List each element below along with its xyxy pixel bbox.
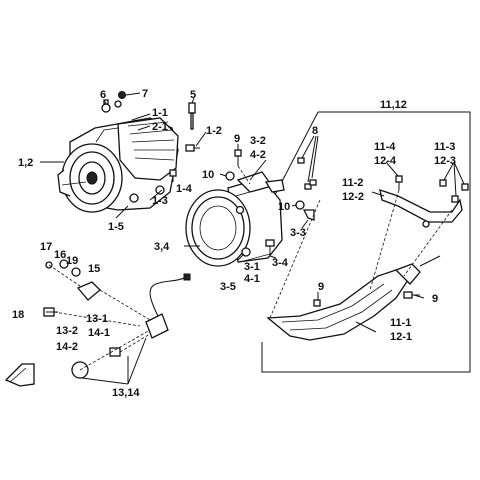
bracket-15 [76, 281, 101, 301]
bolt-1-2 [185, 144, 200, 152]
dashed-assembly-lines [48, 165, 453, 371]
bolt-1-4 [169, 169, 177, 182]
leader-lines [40, 92, 465, 385]
headlight-housing-1-2 [57, 117, 179, 213]
label-12-2: 12-2 [342, 191, 364, 203]
label-10-a: 10 [202, 169, 214, 181]
label-17: 17 [40, 241, 52, 253]
screw-9-right [403, 291, 420, 299]
bracket-11-2 [379, 189, 463, 228]
label-9-right: 9 [432, 293, 438, 305]
label-10-b: 10 [278, 201, 290, 213]
label-13-2: 13-2 [56, 325, 78, 337]
bolt-5 [188, 102, 196, 130]
nut-10-a [225, 171, 235, 181]
label-3-1: 3-1 [244, 261, 260, 273]
label-1-3: 1-3 [152, 195, 168, 207]
label-6: 6 [100, 89, 106, 101]
label-11-1: 11-1 [390, 317, 411, 329]
screw-9-mid [313, 299, 321, 307]
label-9-mid: 9 [318, 281, 324, 293]
nut-19 [71, 267, 81, 277]
label-14-1: 14-1 [88, 327, 110, 339]
cover-11-1 [266, 255, 441, 341]
screws-11-3 [439, 179, 469, 203]
callout-labels: 1,2 1-1 2-1 1-3 1-4 1-5 1-2 5 6 7 8 9 9 … [12, 88, 456, 399]
label-18: 18 [12, 309, 24, 321]
label-13-1: 13-1 [86, 313, 108, 325]
clip-3-3 [302, 209, 315, 221]
label-11-2: 11-2 [342, 177, 363, 189]
label-4-2: 4-2 [250, 149, 266, 161]
bolt-3-4 [265, 239, 275, 256]
label-16: 16 [54, 249, 66, 261]
label-3-4-main: 3,4 [154, 241, 170, 253]
washer-16 [59, 259, 69, 269]
front-arrow-icon [4, 363, 35, 387]
label-11-12: 11,12 [380, 99, 407, 111]
round-headlight-3-4 [185, 171, 285, 267]
label-2-1: 2-1 [152, 121, 168, 133]
label-14-2: 14-2 [56, 341, 78, 353]
label-11-4: 11-4 [374, 141, 396, 153]
label-11-3: 11-3 [434, 141, 455, 153]
screws-11-4 [395, 175, 403, 190]
label-3-3: 3-3 [290, 227, 306, 239]
label-3-4: 3-4 [272, 257, 289, 269]
label-3-5: 3-5 [220, 281, 236, 293]
label-5: 5 [190, 89, 196, 101]
nut-10-b [295, 200, 305, 210]
label-7: 7 [142, 88, 148, 100]
label-19: 19 [66, 255, 78, 267]
label-12-1: 12-1 [390, 331, 412, 343]
label-1-4: 1-4 [176, 183, 193, 195]
label-3-2: 3-2 [250, 135, 266, 147]
label-12-4: 12-4 [374, 155, 397, 167]
bolts-8 [297, 157, 317, 190]
screw-9-top [234, 149, 242, 166]
label-8: 8 [312, 125, 318, 137]
nut-6 [101, 99, 111, 113]
label-1-5: 1-5 [108, 221, 124, 233]
label-1-1: 1-1 [152, 107, 168, 119]
label-4-1: 4-1 [244, 273, 260, 285]
label-12-3: 12-3 [434, 155, 456, 167]
bulb-socket-13-1 [145, 273, 191, 339]
screw-7 [114, 91, 126, 108]
label-1-2-bolt: 1-2 [206, 125, 222, 137]
label-13-14: 13,14 [112, 387, 140, 399]
label-9-top: 9 [234, 133, 240, 145]
label-15: 15 [88, 263, 100, 275]
label-1-2: 1,2 [18, 157, 33, 169]
